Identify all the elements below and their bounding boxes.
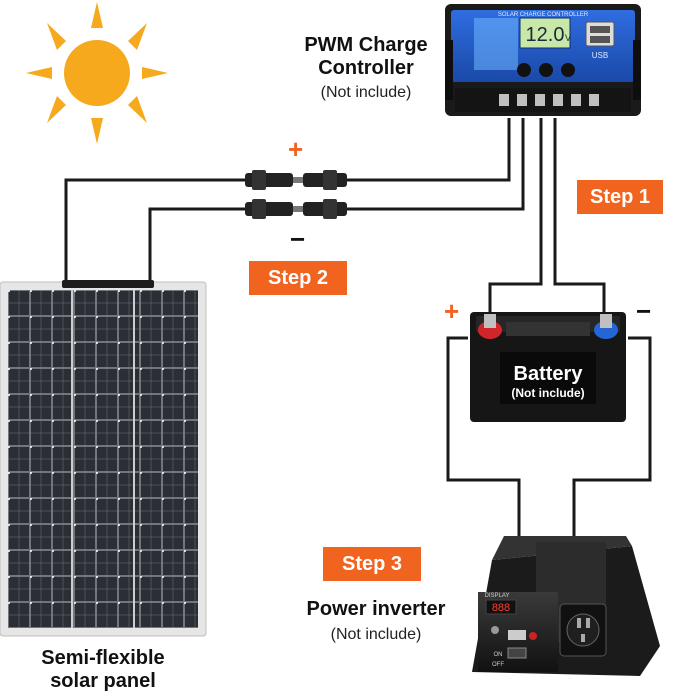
sun-icon <box>26 2 168 144</box>
mc4-connector-positive <box>245 170 347 190</box>
controller-display-value: 12.0 <box>526 24 565 46</box>
step-1-badge: Step 1 <box>577 180 663 214</box>
controller-display-unit: V <box>565 33 571 43</box>
battery-terminal-negative <box>594 314 618 339</box>
inverter-title: Power inverter <box>306 598 446 620</box>
solar-panel <box>0 280 207 637</box>
inverter-display-label: DISPLAY <box>485 593 510 599</box>
controller-title-line1: PWM Charge <box>304 34 428 56</box>
panel-title: Semi-flexible solar panel <box>12 647 194 693</box>
power-inverter <box>472 536 660 676</box>
battery-title: Battery <box>514 363 584 385</box>
inverter-off-label: OFF <box>492 662 504 668</box>
battery-terminal-positive <box>478 314 502 339</box>
controller-note: (Not include) <box>320 84 412 101</box>
inverter-note: (Not include) <box>330 626 422 643</box>
connector-minus-sign: − <box>290 224 306 254</box>
charge-controller <box>445 4 641 116</box>
controller-face-text: SOLAR CHARGE CONTROLLER <box>498 12 589 18</box>
inverter-on-label: ON <box>494 652 503 658</box>
battery-note: (Not include) <box>511 386 584 400</box>
controller-usb-label: USB <box>592 51 608 60</box>
step-3-badge: Step 3 <box>323 547 421 581</box>
wires <box>64 118 652 540</box>
controller-title-line2: Controller <box>318 57 414 79</box>
battery-minus-sign: − <box>636 296 652 326</box>
controller-title: PWM Charge Controller <box>288 34 444 80</box>
mc4-connector-negative <box>245 199 347 219</box>
inverter-display-digits: 888 <box>492 602 510 614</box>
battery-plus-sign: + <box>444 296 460 326</box>
step-2-badge: Step 2 <box>249 261 347 295</box>
panel-title-line2: solar panel <box>50 670 156 692</box>
panel-title-line1: Semi-flexible <box>41 647 165 669</box>
connector-plus-sign: + <box>288 134 304 164</box>
battery <box>470 312 626 422</box>
